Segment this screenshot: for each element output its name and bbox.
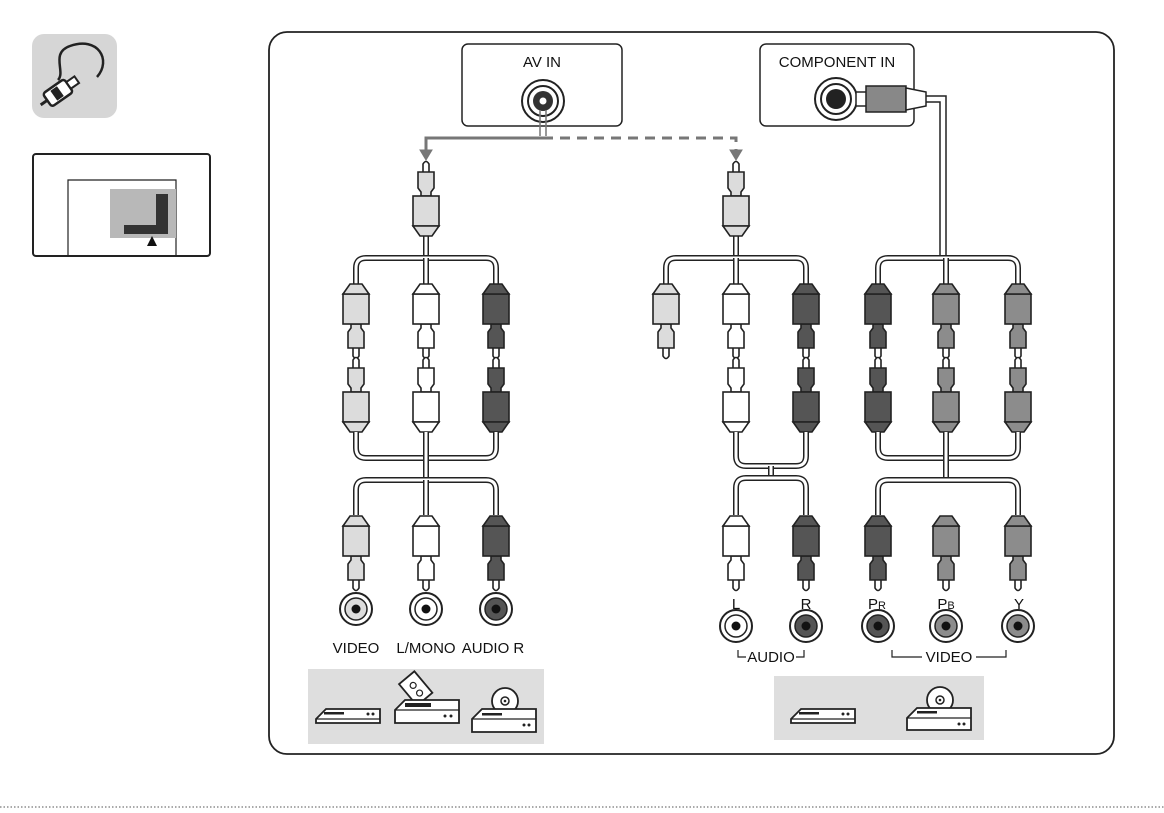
- svg-text:VIDEO: VIDEO: [926, 649, 973, 666]
- right-cable-set: [865, 258, 1031, 591]
- label-video: VIDEO: [333, 640, 380, 657]
- label-audio-group: AUDIO: [738, 649, 804, 666]
- dvd-player-icon: [791, 709, 855, 723]
- right-device-panel: [774, 676, 984, 740]
- jack-pb: [930, 610, 962, 642]
- component-in-label: COMPONENT IN: [779, 54, 895, 71]
- jack-video: [340, 593, 372, 625]
- jack-l: [720, 610, 752, 642]
- label-r: R: [801, 596, 812, 613]
- jack-lmono: [410, 593, 442, 625]
- jack-r: [790, 610, 822, 642]
- left-device-panel: [308, 669, 544, 744]
- label-audio-r: AUDIO R: [462, 640, 525, 657]
- av-in-port: AV IN: [462, 44, 622, 126]
- jack-audior: [480, 593, 512, 625]
- jack-pr: [862, 610, 894, 642]
- svg-text:AUDIO: AUDIO: [747, 649, 795, 666]
- label-y: Y: [1014, 596, 1024, 613]
- jack-y: [1002, 610, 1034, 642]
- port-location-icon: [33, 154, 210, 256]
- dvd-player-icon: [316, 709, 380, 723]
- label-l: L: [732, 596, 740, 613]
- cable-icon: [32, 34, 117, 118]
- component-in-port: COMPONENT IN: [760, 44, 926, 126]
- av-in-label: AV IN: [523, 54, 561, 71]
- label-l-mono: L/MONO: [396, 640, 455, 657]
